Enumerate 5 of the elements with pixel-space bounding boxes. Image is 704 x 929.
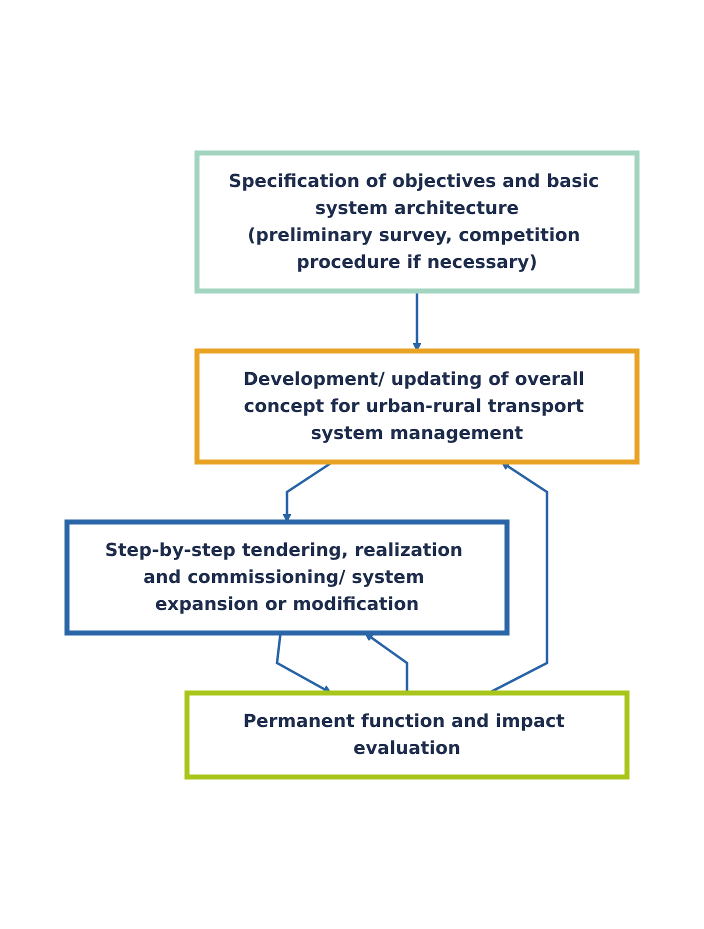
node-box: Step-by-step tendering, realization and commissioning/ system expansion or modification <box>64 519 510 635</box>
node-box: Permanent function and impact evaluation <box>184 690 630 779</box>
arrow <box>412 290 422 351</box>
node-box: Development/ updating of overall concept for urban-rural transport system management <box>194 348 640 464</box>
node-box: Specification of objectives and basic system architecture (preliminary survey, competition procedure if necessary) <box>194 150 640 293</box>
